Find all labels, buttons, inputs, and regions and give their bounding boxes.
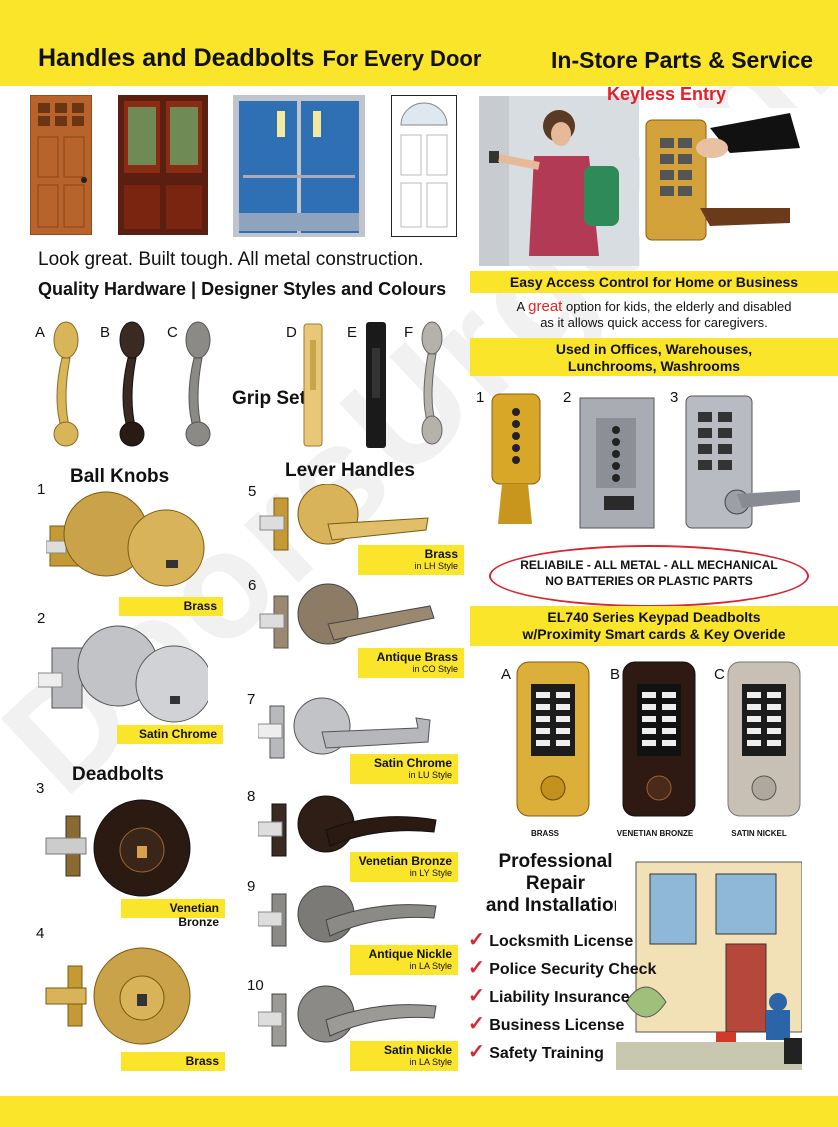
keyless-photo-user <box>479 96 639 266</box>
grip-letter-e: E <box>347 324 358 341</box>
deadbolt-num-4: 4 <box>36 925 45 942</box>
check-item-3: ✓ Liability Insurance <box>468 985 630 1007</box>
deadbolt-num-3: 3 <box>36 780 45 797</box>
grip-letter-b: B <box>100 324 111 341</box>
grip-letter-c: C <box>167 324 178 341</box>
grip-set-c-nickel <box>185 321 211 447</box>
deadbolt-4-brass <box>45 947 191 1045</box>
check-item-4: ✓ Business License <box>468 1013 625 1035</box>
lever-handles-title: Lever Handles <box>285 460 415 481</box>
lever-6-antique-brass <box>259 583 435 649</box>
title-main: Handles and Deadbolts <box>38 44 315 72</box>
grip-sets-title: Grip Sets <box>232 388 317 409</box>
ball-knob-2-satin-chrome <box>38 625 208 723</box>
el740-venetian-bronze <box>622 661 696 817</box>
lever-num-8: 8 <box>247 788 256 805</box>
ball-knob-label-2: Satin Chrome <box>117 725 223 744</box>
el740-letter-a: A <box>501 666 512 683</box>
professional-checklist: ✓ Locksmith License ✓ Police Security Ch… <box>468 927 668 1067</box>
lever-num-9: 9 <box>247 878 256 895</box>
door-photo-blue-commercial <box>233 95 365 237</box>
title-right: In-Store Parts & Service <box>551 47 814 73</box>
lever-10-satin-nickle <box>258 985 437 1047</box>
el740-brass <box>516 661 590 817</box>
ball-knob-num-1: 1 <box>37 481 46 498</box>
keyless-lock-3-lever <box>685 395 800 529</box>
ball-knob-1-brass <box>46 491 205 587</box>
el740-letter-c: C <box>714 666 725 683</box>
title-sub: For Every Door <box>322 46 482 71</box>
el740-finish-nickel: SATIN NICKEL <box>731 829 787 838</box>
keyless-used-in: Used in Offices, Warehouses,Lunchrooms, … <box>470 338 838 376</box>
door-photo-white-fanlight <box>391 95 457 237</box>
check-item-2: ✓ Police Security Check <box>468 957 657 979</box>
deadbolts-title: Deadbolts <box>72 764 164 785</box>
ball-knob-label-1: Brass <box>119 597 223 616</box>
lever-num-5: 5 <box>248 483 257 500</box>
grip-set-a-brass <box>53 321 79 447</box>
lever-num-10: 10 <box>247 977 264 994</box>
deadbolt-label-4: Brass <box>121 1052 225 1071</box>
keyless-num-3: 3 <box>670 389 679 406</box>
lever-5-brass <box>259 484 429 551</box>
check-item-1: ✓ Locksmith License <box>468 929 634 951</box>
grip-letter-d: D <box>286 324 297 341</box>
el740-satin-nickel <box>727 661 801 817</box>
deadbolt-label-3: Venetian Bronze <box>121 899 225 929</box>
lever-9-antique-nickle <box>258 885 437 947</box>
door-photo-double-wood <box>118 95 208 235</box>
grip-set-b-bronze <box>119 321 145 447</box>
grip-set-e-black <box>366 322 386 448</box>
ball-knob-num-2: 2 <box>37 610 46 627</box>
grip-letter-a: A <box>35 324 46 341</box>
el740-finish-bronze: VENETIAN BRONZE <box>616 829 694 838</box>
header-bar <box>0 0 838 86</box>
lever-8-venetian-bronze <box>258 795 437 857</box>
el740-finish-brass: BRASS <box>530 829 559 838</box>
el740-letter-b: B <box>610 666 621 683</box>
keyless-entry-title: Keyless Entry <box>607 84 727 104</box>
ball-knobs-title: Ball Knobs <box>70 466 170 487</box>
keyless-num-2: 2 <box>563 389 572 406</box>
grip-letter-f: F <box>404 324 414 341</box>
lever-num-7: 7 <box>247 691 256 708</box>
installer-illustration <box>616 852 802 1070</box>
door-photo-oak <box>30 95 92 235</box>
keyless-num-1: 1 <box>476 389 485 406</box>
deadbolt-3-venetian-bronze <box>45 799 191 897</box>
page-title: Handles and Deadbolts For Every Door <box>38 44 481 73</box>
keyless-bar-title: Easy Access Control for Home or Business <box>470 271 838 293</box>
tagline-line2: Quality Hardware | Designer Styles and C… <box>38 279 447 299</box>
keyless-lock-2-chrome <box>579 397 655 529</box>
grip-set-d-brass <box>303 323 323 447</box>
tagline-line1: Look great. Built tough. All metal const… <box>38 249 424 270</box>
check-item-5: ✓ Safety Training <box>468 1041 604 1063</box>
lever-7-satin-chrome <box>258 697 431 759</box>
grip-set-f-nickel <box>421 321 443 445</box>
footer-bar <box>0 1096 838 1127</box>
keyless-description: A great option for kids, the elderly and… <box>516 298 792 330</box>
keyless-photo-keypad <box>640 108 802 268</box>
lever-num-6: 6 <box>248 577 257 594</box>
keyless-lock-1-brass <box>491 393 541 524</box>
